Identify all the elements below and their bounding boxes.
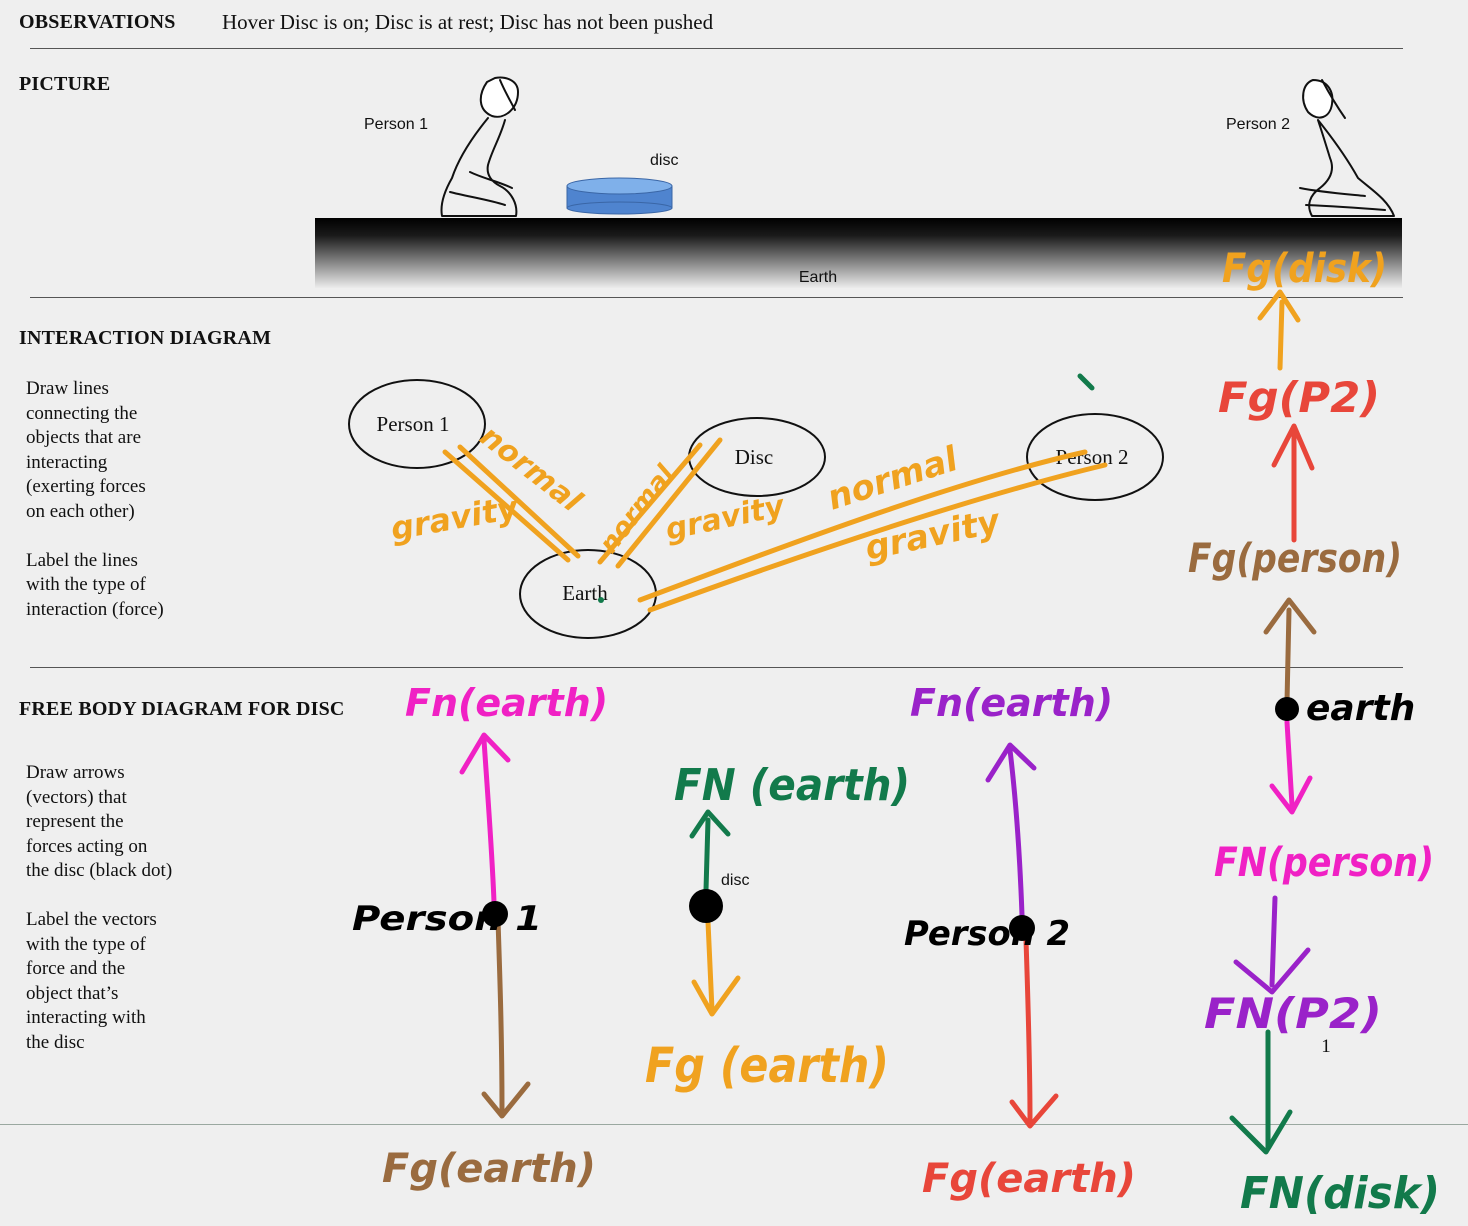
fbd-person1: Person 1 Fn(earth) Fg(earth) (352, 681, 608, 1192)
disc-icon (566, 177, 673, 215)
fbd-earth-label-fn-p2: FN(P2) (1204, 989, 1382, 1038)
fbd-person2-body-label: Person 2 (904, 914, 1070, 954)
label-gravity-disc: gravity (662, 488, 788, 548)
fbd-disc-down-label: Fg (earth) (645, 1038, 889, 1094)
interaction-annotations: normal gravity normal gravity normal gra… (388, 419, 1005, 569)
divider-fbd (0, 1124, 1468, 1125)
observations-heading: OBSERVATIONS (19, 11, 176, 33)
picture-disc-label: disc (650, 152, 679, 169)
fbd-earth-label-fg-disk: Fg(disk) (1222, 246, 1387, 292)
picture-person2-label: Person 2 (1226, 116, 1291, 133)
stray-mark (1077, 373, 1095, 391)
fbd-person2-up-label: Fn(earth) (910, 681, 1113, 725)
observations-text: Hover Disc is on; Disc is at rest; Disc … (222, 10, 714, 34)
page-number: 1 (1321, 1036, 1331, 1057)
earth-ground: Earth (315, 218, 1402, 288)
fbd-disc: disc FN (earth) Fg (earth) (645, 760, 910, 1094)
divider-interaction (30, 667, 1403, 668)
fbd-earth: earth Fg(disk) Fg(P2) Fg(person) FN(pers… (1188, 246, 1440, 1219)
fbd-earth-label-fg-person: Fg(person) (1188, 536, 1402, 582)
fbd-person2: Person 2 Fn(earth) Fg(earth) (904, 681, 1136, 1202)
fbd-person1-body-label: Person 1 (352, 899, 542, 939)
picture-person1-label: Person 1 (364, 116, 429, 133)
fbd-earth-label-fn-person: FN(person) (1214, 840, 1434, 886)
person2-figure-icon (1299, 79, 1395, 217)
oval-person1-label: Person 1 (377, 412, 450, 436)
fbd-person1-down-label: Fg(earth) (382, 1146, 596, 1192)
fbd-disc-up-label: FN (earth) (674, 760, 910, 811)
oval-disc-label: Disc (735, 445, 774, 469)
oval-earth: Earth (519, 549, 657, 639)
interaction-heading: INTERACTION DIAGRAM (19, 327, 272, 349)
divider-observations (30, 48, 1403, 49)
fbd-earth-label-fg-p2: Fg(P2) (1218, 373, 1380, 422)
divider-picture (30, 297, 1403, 298)
person1-figure-icon (440, 76, 519, 217)
picture-earth-label: Earth (799, 269, 837, 286)
interaction-lines (442, 437, 1108, 613)
interaction-instructions: Draw lines connecting the objects that a… (26, 378, 164, 620)
fbd-person2-down-label: Fg(earth) (922, 1156, 1136, 1202)
fbd-instructions: Draw arrows (vectors) that represent the… (26, 762, 173, 1053)
fbd-heading: FREE BODY DIAGRAM FOR DISC (19, 698, 345, 720)
fbd-disc-label: disc (721, 872, 749, 889)
picture-heading: PICTURE (19, 73, 111, 95)
fbd-earth-label-fn-disk: FN(disk) (1240, 1168, 1440, 1219)
label-gravity-person1: gravity (388, 488, 522, 548)
fbd-person1-up-label: Fn(earth) (405, 681, 608, 725)
fbd-earth-body-label: earth (1306, 688, 1415, 729)
oval-person2: Person 2 (1026, 413, 1164, 501)
oval-person1: Person 1 (348, 379, 486, 469)
